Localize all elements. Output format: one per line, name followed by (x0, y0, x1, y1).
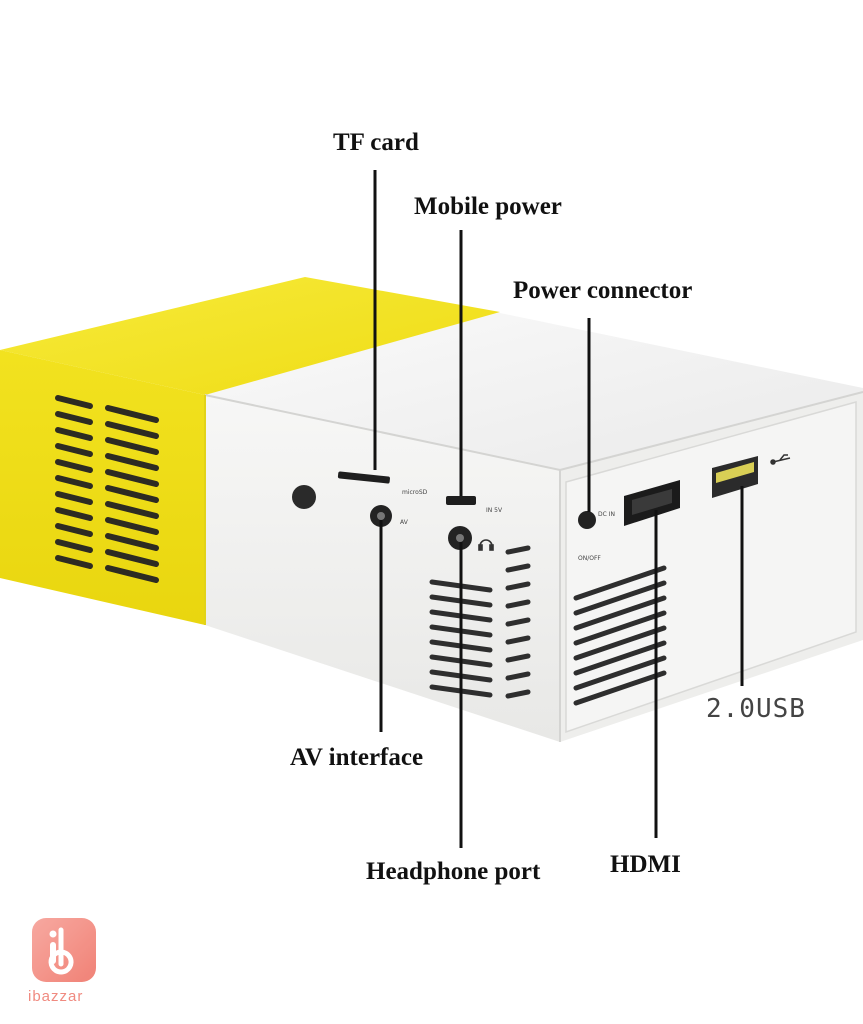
ports (292, 456, 758, 550)
logo-text: ibazzar (28, 988, 84, 1005)
print-dcin: DC IN (598, 511, 615, 518)
dc-in-jack (578, 511, 596, 529)
label-usb: 2.0USB (706, 694, 806, 724)
label-power-connector: Power connector (513, 277, 693, 304)
print-microsd: microSD (402, 489, 428, 496)
logo-glyph-icon (48, 927, 74, 975)
side-vents (573, 565, 667, 706)
label-headphone-port: Headphone port (366, 858, 541, 885)
label-hdmi: HDMI (610, 851, 681, 878)
yellow-side-face (0, 350, 205, 625)
print-onoff: ON/OFF (578, 555, 601, 562)
callout-lines (373, 170, 744, 848)
print-av: AV (400, 519, 409, 526)
ibazzar-logo (32, 918, 96, 982)
print-in5v: IN 5V (486, 507, 503, 514)
label-mobile-power: Mobile power (414, 193, 562, 220)
label-tf-card: TF card (333, 129, 419, 156)
label-av-interface: AV interface (290, 744, 424, 771)
panel-print: microSD IN 5V AV DC IN ON/OFF (400, 489, 615, 562)
headphone-glyph-icon (478, 539, 494, 551)
ir-sensor (292, 485, 316, 509)
tf-card-slot (337, 471, 390, 484)
usb-glyph-icon (770, 454, 791, 465)
yellow-side-vents (55, 395, 159, 583)
micro-usb-port (446, 496, 476, 505)
